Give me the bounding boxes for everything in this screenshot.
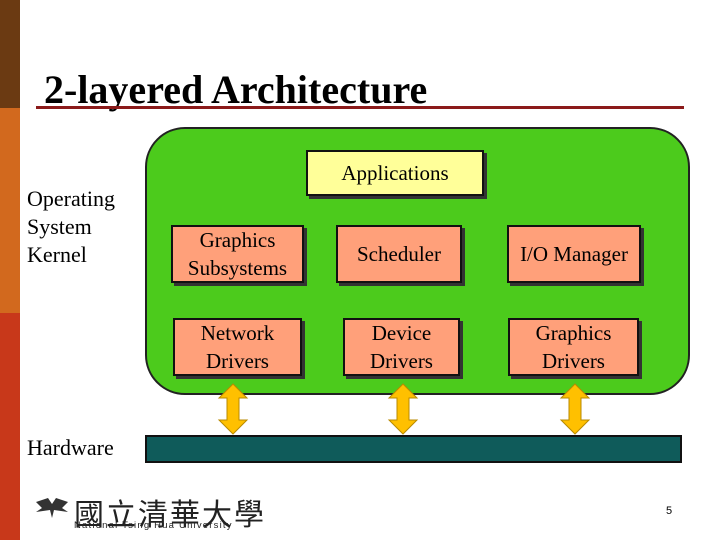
hardware-label: Hardware <box>27 435 114 460</box>
network-drivers-box: Network Drivers <box>173 318 302 376</box>
os-kernel-label: Operating System Kernel <box>27 186 115 267</box>
slide-title: 2-layered Architecture <box>44 67 428 112</box>
decor-bar-middle <box>0 108 20 313</box>
graphics-drivers-box: Graphics Drivers <box>508 318 639 376</box>
graphics-subsystems-box: Graphics Subsystems <box>171 225 304 283</box>
scheduler-box: Scheduler <box>336 225 462 283</box>
decor-bar-bottom <box>0 313 20 540</box>
decor-bar-top <box>0 0 20 108</box>
device-drivers-box: Device Drivers <box>343 318 460 376</box>
page-number: 5 <box>666 505 673 517</box>
logo-emblem-icon <box>36 498 68 518</box>
logo-chinese-name: 國立清華大學 <box>74 498 266 533</box>
hardware-bar <box>145 435 682 463</box>
io-manager-box: I/O Manager <box>507 225 641 283</box>
logo-english-name: National Tsing Hua University <box>74 520 233 531</box>
title-underline <box>36 106 684 109</box>
applications-box: Applications <box>306 150 484 196</box>
